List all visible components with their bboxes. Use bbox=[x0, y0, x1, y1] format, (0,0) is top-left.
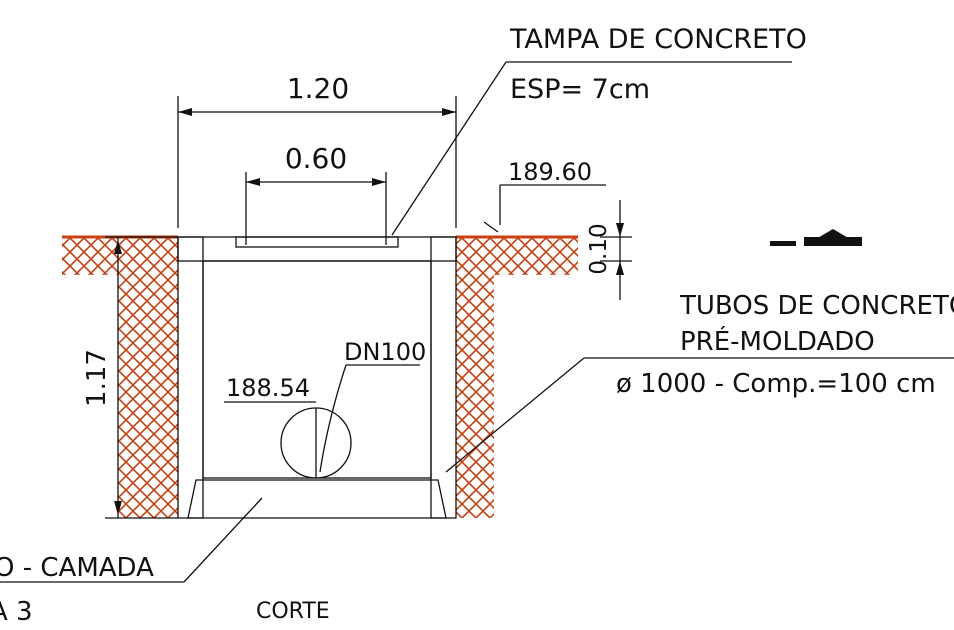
dim-slab-label: 0.10 bbox=[586, 223, 612, 274]
dim-slab bbox=[600, 200, 632, 300]
pipe-dn-label: DN100 bbox=[344, 338, 426, 366]
tubos-line1-label: TUBOS DE CONCRETO bbox=[679, 291, 954, 321]
tampa-esp-label: ESP= 7cm bbox=[510, 74, 650, 105]
dim-inner-opening bbox=[245, 172, 387, 245]
tampa-title-label: TAMPA DE CONCRETO bbox=[509, 24, 807, 55]
chamber-left-wall bbox=[177, 236, 204, 519]
soil-right bbox=[456, 237, 578, 518]
pipe-leaders bbox=[224, 364, 420, 473]
dim-inner-opening-label: 0.60 bbox=[285, 142, 347, 175]
corner-label: A 3 bbox=[0, 597, 33, 627]
cover-slab bbox=[177, 236, 457, 262]
pipe-level-label: 188.54 bbox=[226, 374, 310, 402]
cover-lid bbox=[235, 236, 399, 248]
tubos-line2-label: PRÉ-MOLDADO bbox=[680, 325, 875, 357]
camada-label: O - CAMADA bbox=[0, 553, 154, 583]
soil-hatch bbox=[62, 235, 578, 518]
pipe bbox=[280, 407, 352, 479]
tubos-leader bbox=[445, 357, 954, 473]
view-direction-icon bbox=[770, 229, 862, 246]
chamber-right-wall bbox=[430, 236, 457, 519]
dim-outer-width-label: 1.20 bbox=[287, 72, 349, 105]
level-top-label: 189.60 bbox=[508, 158, 592, 186]
level-top-leader bbox=[483, 184, 606, 233]
chamber-base bbox=[187, 479, 447, 519]
concrete-chamber bbox=[177, 236, 457, 519]
dim-outer-width bbox=[177, 96, 457, 228]
chamber-interior bbox=[202, 260, 432, 479]
dim-height-label: 1.17 bbox=[82, 349, 112, 407]
section-title-label: CORTE bbox=[256, 599, 330, 624]
dim-height bbox=[105, 236, 178, 519]
tampa-leader bbox=[391, 61, 792, 236]
camada-leader bbox=[0, 497, 263, 583]
soil-left bbox=[62, 237, 178, 518]
tubos-line3-label: ø 1000 - Comp.=100 cm bbox=[616, 369, 936, 399]
